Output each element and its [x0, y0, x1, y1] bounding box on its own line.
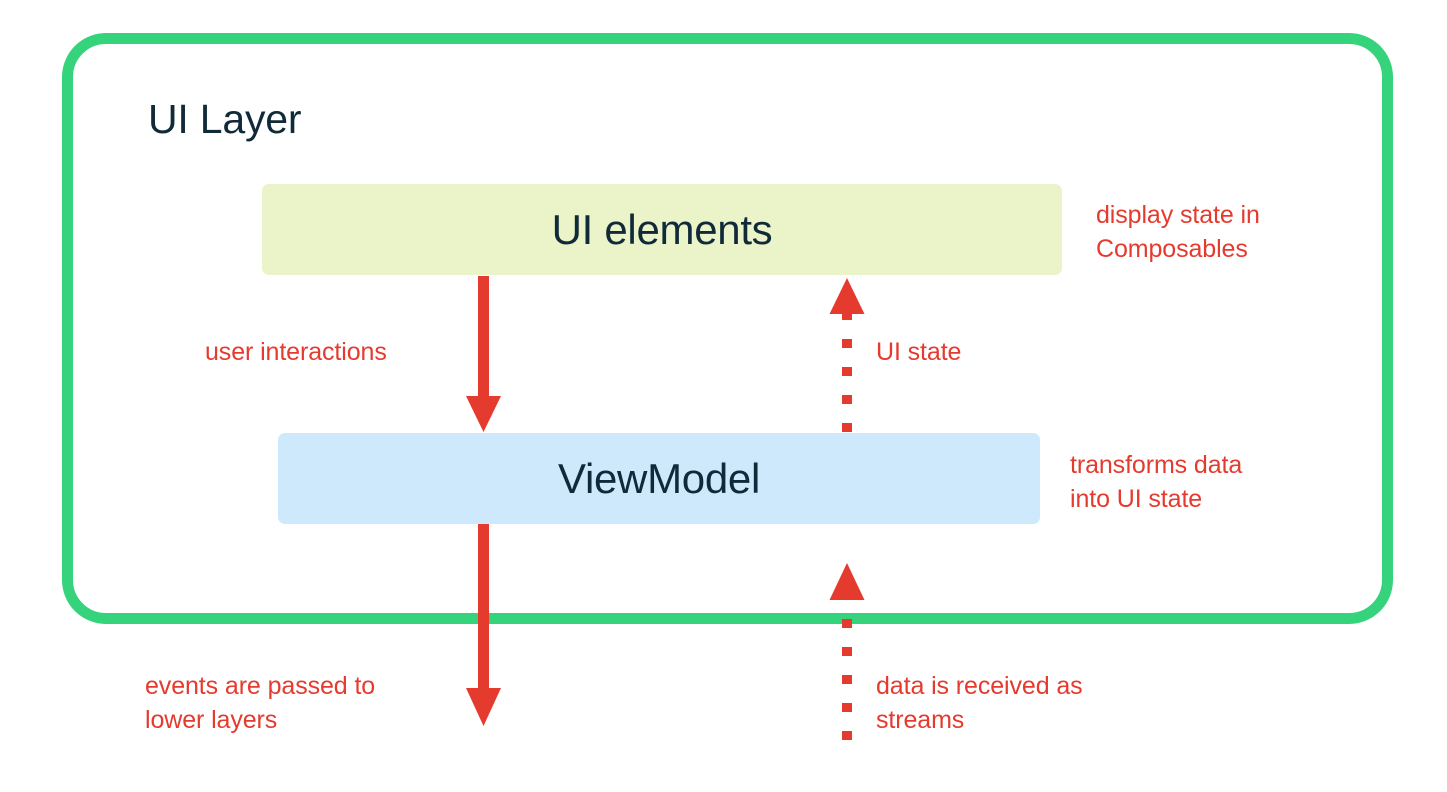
annotation-display-state: display state in Composables [1096, 201, 1260, 263]
annotation-user-interactions: user interactions [205, 338, 387, 366]
annotation-data-streams: data is received as streams [876, 672, 1083, 734]
annotation-events-passed: events are passed to lower layers [145, 672, 376, 734]
ui-elements-box-label: UI elements [551, 205, 773, 253]
viewmodel-box-label: ViewModel [558, 454, 760, 502]
ui-elements-box: UI elements [262, 184, 1062, 275]
ui-layer-container [62, 33, 1393, 624]
ui-layer-title: UI Layer [148, 96, 302, 142]
viewmodel-box: ViewModel [278, 433, 1040, 524]
annotation-transforms-data: transforms data into UI state [1070, 451, 1243, 513]
annotation-ui-state: UI state [876, 338, 962, 366]
